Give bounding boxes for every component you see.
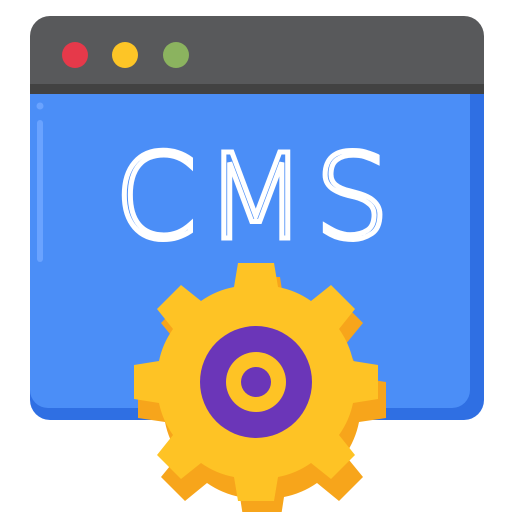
close-button[interactable] [62, 42, 88, 68]
gear-icon[interactable] [134, 263, 378, 501]
window-highlight-dot [36, 102, 44, 110]
minimize-button[interactable] [112, 42, 138, 68]
window-title-text: CMS [114, 128, 397, 266]
window-highlight [37, 120, 43, 262]
gear-hole [241, 367, 271, 397]
titlebar [30, 16, 484, 94]
titlebar-bottom-edge [30, 84, 484, 94]
maximize-button[interactable] [163, 42, 189, 68]
